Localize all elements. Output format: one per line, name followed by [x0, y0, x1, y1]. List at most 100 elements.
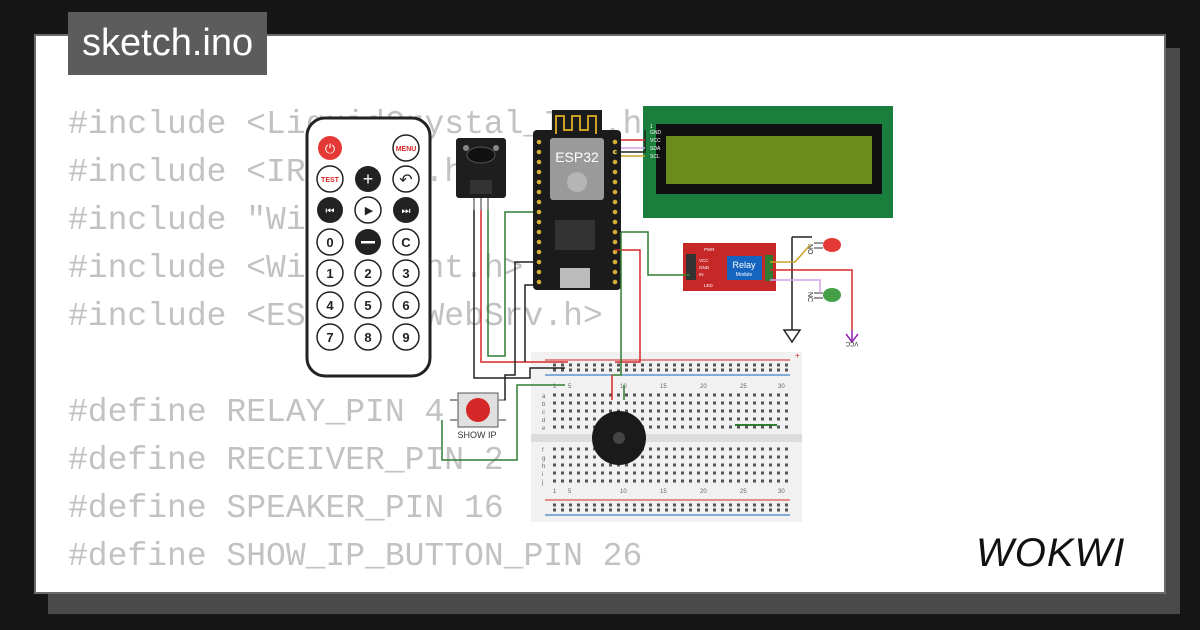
digit-0-button[interactable] [316, 228, 344, 256]
breadboard-hole [785, 393, 788, 397]
breadboard-hole [785, 508, 788, 512]
breadboard-hole [681, 409, 684, 413]
breadboard-hole [729, 401, 732, 405]
breadboard-hole [785, 455, 788, 459]
breadboard-hole [577, 479, 580, 483]
digit-5-button[interactable] [354, 291, 382, 319]
breadboard-hole [681, 447, 684, 451]
back-button-icon[interactable] [392, 165, 420, 193]
breadboard-hole [761, 463, 764, 467]
breadboard-hole [641, 463, 644, 467]
led-green[interactable] [814, 288, 841, 302]
breadboard-hole [625, 363, 628, 367]
breadboard-hole [769, 447, 772, 451]
relay-module[interactable]: Relay Module PWR VCC GND IN LED [683, 243, 776, 291]
ir-remote[interactable]: ⏻ MENU TEST + ↶ ⏮ ▶ ⏭ 0 C 1 2 3 4 5 [305, 116, 432, 378]
breadboard-hole [777, 417, 780, 421]
next-button-icon[interactable] [393, 197, 419, 223]
breadboard-hole [641, 409, 644, 413]
breadboard-hole [697, 425, 700, 429]
prev-button-icon[interactable] [317, 197, 343, 223]
breadboard-hole [641, 479, 644, 483]
breadboard-hole [721, 471, 724, 475]
power-glyph: ⏻ [325, 141, 335, 156]
file-tab-title[interactable]: sketch.ino [68, 12, 268, 75]
breadboard-hole [713, 471, 716, 475]
breadboard-hole [649, 363, 652, 367]
breadboard-hole [641, 417, 644, 421]
digit-9-button[interactable] [392, 323, 420, 351]
breadboard-hole [769, 401, 772, 405]
play-button-icon[interactable] [354, 196, 382, 224]
breadboard-hole [745, 409, 748, 413]
svg-text:25: 25 [740, 489, 747, 495]
breadboard-hole [769, 463, 772, 467]
svg-text:25: 25 [740, 384, 747, 390]
breadboard-hole [641, 393, 644, 397]
digit-1-button[interactable] [316, 259, 344, 287]
svg-text:20: 20 [700, 489, 707, 495]
breadboard-hole [689, 363, 692, 367]
show-ip-button[interactable]: SHOW IP [450, 392, 506, 440]
breadboard-hole [729, 368, 732, 372]
breadboard-hole [593, 401, 596, 405]
breadboard-hole [721, 503, 724, 507]
breadboard-hole [553, 393, 556, 397]
digit-1-label: 1 [326, 266, 333, 281]
breadboard-hole [689, 447, 692, 451]
breadboard-hole [745, 447, 748, 451]
breadboard-hole [737, 368, 740, 372]
ir-receiver[interactable] [456, 138, 506, 210]
breadboard-hole [713, 417, 716, 421]
breadboard-hole [577, 455, 580, 459]
power-button-icon[interactable] [318, 136, 342, 160]
breadboard-hole [593, 363, 596, 367]
breadboard-hole [729, 503, 732, 507]
breadboard-hole [745, 393, 748, 397]
breadboard-hole [761, 363, 764, 367]
breadboard-hole [641, 455, 644, 459]
breadboard-hole [713, 363, 716, 367]
breadboard-hole [713, 463, 716, 467]
breadboard-hole [761, 368, 764, 372]
c-button[interactable] [392, 228, 420, 256]
wires [441, 130, 853, 461]
breadboard-hole [705, 401, 708, 405]
breadboard-hole [585, 425, 588, 429]
buzzer[interactable] [592, 411, 646, 465]
breadboard-hole [673, 455, 676, 459]
lcd-pin-label: SDA [650, 146, 661, 152]
esp32-board[interactable]: ESP32 [533, 110, 621, 290]
digit-6-button[interactable] [392, 291, 420, 319]
breadboard-hole [713, 455, 716, 459]
lcd-display[interactable]: 1 GND VCC SDA SCL [643, 106, 893, 218]
svg-text:5: 5 [568, 489, 572, 495]
digit-2-button[interactable] [354, 259, 382, 287]
breadboard-hole [649, 471, 652, 475]
led-red[interactable] [814, 238, 841, 252]
test-button[interactable] [316, 165, 344, 193]
digit-4-button[interactable] [316, 291, 344, 319]
breadboard-hole [729, 471, 732, 475]
menu-button[interactable] [392, 134, 420, 162]
breadboard-hole [769, 455, 772, 459]
digit-3-button[interactable] [392, 259, 420, 287]
digit-8-button[interactable] [354, 323, 382, 351]
breadboard-hole [585, 363, 588, 367]
breadboard-hole [569, 425, 572, 429]
wifi-logo-icon [567, 172, 587, 192]
breadboard-hole [649, 417, 652, 421]
breadboard-hole [633, 368, 636, 372]
breadboard-hole [729, 479, 732, 483]
plus-button-icon[interactable] [355, 166, 381, 192]
breadboard[interactable]: + 1 5 10 15 20 25 30 1 5 10 15 20 25 30 … [531, 351, 802, 522]
antenna-trace-icon [555, 115, 597, 134]
digit-7-button[interactable] [316, 323, 344, 351]
breadboard-hole [737, 503, 740, 507]
prev-glyph: ⏮ [326, 206, 335, 217]
breadboard-hole [561, 471, 564, 475]
breadboard-hole [657, 393, 660, 397]
breadboard-hole [681, 393, 684, 397]
relay-title: Relay [732, 260, 756, 270]
breadboard-hole [753, 368, 756, 372]
